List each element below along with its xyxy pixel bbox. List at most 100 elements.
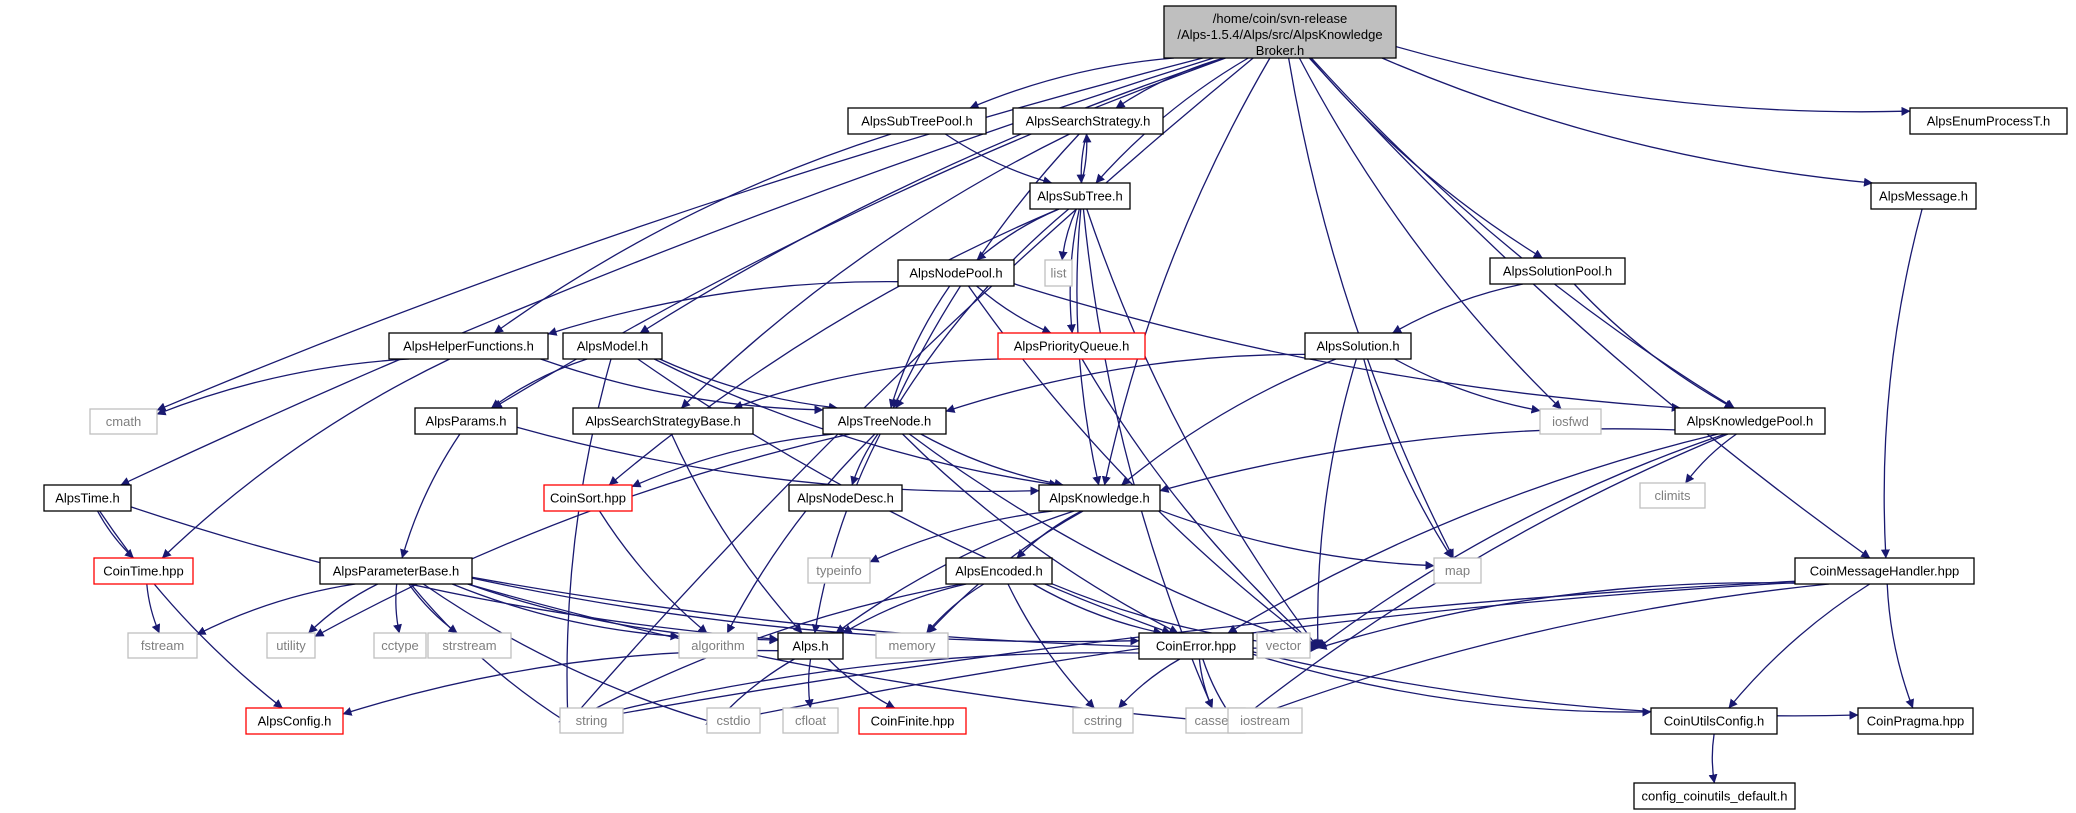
edge-AlpsParameterBase-to-cctype	[393, 583, 402, 634]
edge-AlpsKnowledgePool-to-vector	[1317, 433, 1726, 649]
node-label: AlpsNodePool.h	[909, 266, 1002, 281]
node-memory: memory	[875, 632, 949, 659]
node-AlpsSearchStrategyBase[interactable]: AlpsSearchStrategyBase.h	[572, 407, 754, 435]
edge-AlpsParameterBase-to-cstdio	[422, 583, 716, 725]
edge-AlpsSolutionPool-to-AlpsSolution	[1392, 283, 1524, 334]
node-CoinMessageHandler[interactable]: CoinMessageHandler.hpp	[1794, 557, 1975, 585]
node-AlpsHelperFunctions[interactable]: AlpsHelperFunctions.h	[388, 332, 549, 360]
edge-AlpsModel-to-AlpsKnowledge	[653, 358, 1059, 489]
edge-CoinError-to-string	[567, 652, 1140, 726]
edge-AlpsHelperFunctions-to-cmath	[156, 358, 410, 416]
root-label-line: /Alps-1.5.4/Alps/src/AlpsKnowledge	[1177, 27, 1382, 42]
node-CoinTime[interactable]: CoinTime.hpp	[93, 557, 194, 585]
edge-AlpsEncoded-to-AlpsH	[842, 583, 967, 634]
node-AlpsEncoded[interactable]: AlpsEncoded.h	[945, 557, 1053, 585]
node-label: AlpsParameterBase.h	[333, 564, 459, 579]
node-CoinSort[interactable]: CoinSort.hpp	[543, 484, 633, 512]
node-string: string	[559, 707, 624, 734]
edge-CoinError-to-CoinUtilsConfig	[1252, 653, 1652, 717]
edge-AlpsParams-to-AlpsParameterBase	[400, 433, 461, 559]
edge-root-to-iosfwd	[1298, 57, 1562, 410]
node-root[interactable]: /home/coin/svn-release/Alps-1.5.4/Alps/s…	[1163, 5, 1397, 59]
edge-AlpsEncoded-to-string	[567, 583, 963, 724]
edge-CoinError-to-CoinPragma	[1252, 651, 1859, 720]
node-AlpsEnumProcessT[interactable]: AlpsEnumProcessT.h	[1909, 107, 2068, 135]
edge-CoinMessageHandler-to-vector	[1317, 582, 1796, 650]
edge-AlpsParameterBase-to-fstream	[196, 583, 356, 636]
node-AlpsTreeNode[interactable]: AlpsTreeNode.h	[822, 407, 947, 435]
node-label: AlpsEnumProcessT.h	[1927, 114, 2051, 129]
node-label: AlpsConfig.h	[258, 714, 332, 729]
node-label: AlpsSubTree.h	[1037, 189, 1123, 204]
node-label: fstream	[141, 638, 184, 653]
node-AlpsParams[interactable]: AlpsParams.h	[414, 407, 518, 435]
node-AlpsSearchStrategy[interactable]: AlpsSearchStrategy.h	[1012, 107, 1164, 135]
edge-AlpsSubTree-to-AlpsTreeNode	[895, 208, 1070, 409]
node-AlpsH[interactable]: Alps.h	[777, 632, 844, 660]
edge-root-to-AlpsModel	[639, 57, 1225, 334]
edge-AlpsTreeNode-to-utility	[314, 433, 851, 637]
edge-AlpsNodePool-to-AlpsHelperFunctions	[547, 281, 899, 336]
node-AlpsParameterBase[interactable]: AlpsParameterBase.h	[319, 557, 473, 585]
dependency-nodes: /home/coin/svn-release/Alps-1.5.4/Alps/s…	[43, 5, 2068, 810]
edge-AlpsSearchStrategyBase-to-AlpsH	[670, 433, 803, 634]
node-AlpsModel[interactable]: AlpsModel.h	[562, 332, 663, 360]
node-AlpsSubTree[interactable]: AlpsSubTree.h	[1029, 182, 1131, 210]
node-CoinUtilsConfig[interactable]: CoinUtilsConfig.h	[1650, 707, 1778, 735]
node-AlpsPriorityQueue[interactable]: AlpsPriorityQueue.h	[997, 332, 1146, 360]
node-cmath: cmath	[89, 408, 158, 435]
edge-AlpsModel-to-AlpsTreeNode	[659, 358, 838, 412]
node-label: string	[576, 713, 608, 728]
node-label: iostream	[1240, 713, 1290, 728]
edge-AlpsSubTree-to-AlpsNodePool	[976, 208, 1060, 261]
node-AlpsKnowledge[interactable]: AlpsKnowledge.h	[1038, 484, 1161, 512]
edge-AlpsModel-to-string	[563, 358, 612, 724]
node-CoinPragma[interactable]: CoinPragma.hpp	[1857, 707, 1974, 735]
node-label: AlpsSolution.h	[1316, 339, 1399, 354]
node-algorithm: algorithm	[678, 632, 758, 659]
node-AlpsConfig[interactable]: AlpsConfig.h	[245, 707, 344, 735]
node-label: AlpsHelperFunctions.h	[403, 339, 534, 354]
node-AlpsSolutionPool[interactable]: AlpsSolutionPool.h	[1489, 257, 1626, 285]
node-label: typeinfo	[816, 563, 862, 578]
node-AlpsSubTreePool[interactable]: AlpsSubTreePool.h	[847, 107, 987, 135]
edge-CoinSort-to-algorithm	[598, 510, 708, 634]
node-AlpsTime[interactable]: AlpsTime.h	[43, 484, 132, 512]
edge-AlpsSubTreePool-to-AlpsHelperFunctions	[494, 133, 892, 334]
node-AlpsMessage[interactable]: AlpsMessage.h	[1870, 182, 1977, 210]
edge-AlpsKnowledgePool-to-AlpsKnowledge	[1159, 428, 1676, 493]
node-label: AlpsModel.h	[577, 339, 649, 354]
edge-AlpsTreeNode-to-algorithm	[726, 433, 876, 634]
edge-root-to-AlpsMessage	[1381, 57, 1873, 187]
edge-AlpsKnowledge-to-map	[1159, 509, 1435, 570]
edge-AlpsTreeNode-to-vector	[908, 433, 1319, 650]
node-CoinError[interactable]: CoinError.hpp	[1138, 632, 1254, 660]
edge-AlpsModel-to-CoinError	[637, 358, 1172, 635]
edge-AlpsSubTree-to-CoinSort	[608, 208, 1060, 486]
edge-AlpsNodePool-to-AlpsPriorityQueue	[976, 285, 1052, 334]
node-AlpsKnowledgePool[interactable]: AlpsKnowledgePool.h	[1674, 407, 1826, 435]
node-AlpsSolution[interactable]: AlpsSolution.h	[1304, 332, 1412, 360]
node-AlpsNodePool[interactable]: AlpsNodePool.h	[897, 259, 1015, 287]
node-label: CoinPragma.hpp	[1867, 714, 1965, 729]
edge-AlpsH-to-CoinFinite	[827, 658, 896, 709]
node-config_coinutils_default[interactable]: config_coinutils_default.h	[1633, 782, 1796, 810]
node-label: CoinFinite.hpp	[871, 714, 955, 729]
edge-AlpsParameterBase-to-iostream	[467, 583, 1237, 727]
edge-AlpsParams-to-AlpsKnowledge	[516, 426, 1040, 496]
edge-AlpsSolutionPool-to-AlpsKnowledgePool	[1573, 283, 1734, 409]
node-label: CoinTime.hpp	[103, 564, 183, 579]
node-label: CoinError.hpp	[1156, 639, 1236, 654]
edge-AlpsEncoded-to-CoinError	[1032, 583, 1163, 636]
node-label: config_coinutils_default.h	[1642, 789, 1788, 804]
edge-AlpsKnowledgePool-to-iostream	[1235, 433, 1729, 724]
node-label: AlpsSubTreePool.h	[861, 114, 973, 129]
node-label: AlpsEncoded.h	[955, 564, 1042, 579]
edge-AlpsTime-to-AlpsConfig	[99, 510, 283, 709]
node-CoinFinite[interactable]: CoinFinite.hpp	[858, 707, 967, 735]
node-AlpsNodeDesc[interactable]: AlpsNodeDesc.h	[788, 484, 903, 512]
edge-AlpsParameterBase-to-string	[410, 583, 569, 724]
node-vector: vector	[1256, 632, 1311, 659]
root-label-line: /home/coin/svn-release	[1213, 11, 1347, 26]
edge-root-to-AlpsSubTree	[1095, 57, 1249, 184]
